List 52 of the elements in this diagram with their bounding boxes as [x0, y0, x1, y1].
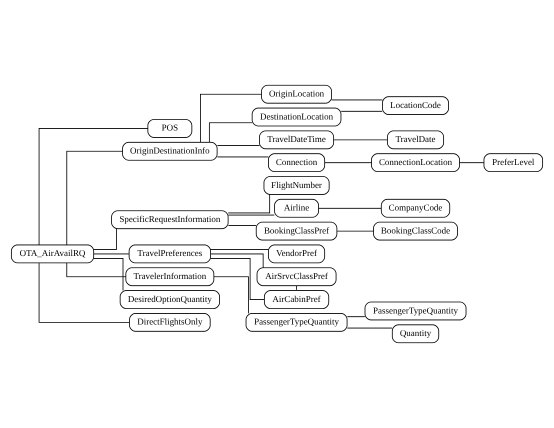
- connector: [333, 139, 388, 140]
- node-box: OriginDestinationInfo: [122, 142, 218, 161]
- node-box: DesiredOptionQuantity: [120, 290, 220, 309]
- connector: [208, 122, 252, 143]
- node-box: TravelDate: [387, 130, 444, 150]
- connector: [346, 316, 366, 318]
- connector: [228, 225, 256, 226]
- node-box: ConnectionLocation: [371, 153, 460, 172]
- connector: [93, 228, 117, 250]
- node-box: POS: [147, 119, 192, 138]
- connector: [66, 262, 126, 278]
- node-box: PassengerTypeQuantity: [246, 313, 348, 332]
- connector: [228, 214, 275, 216]
- connector: [214, 276, 249, 314]
- connector: [210, 258, 265, 300]
- node-box: TravelerInformation: [125, 267, 214, 286]
- connector: [93, 258, 124, 291]
- node-box: VendorPref: [268, 244, 326, 264]
- node-box: FlightNumber: [264, 176, 330, 195]
- node-box: TravelDateTime: [259, 130, 334, 150]
- connector: [296, 285, 297, 291]
- connector: [228, 194, 270, 214]
- node-box: Quantity: [392, 324, 440, 344]
- node-box: AirSrvcClassPref: [256, 267, 336, 286]
- node-box: DirectFlightsOnly: [129, 313, 211, 332]
- node-box: LocationCode: [382, 96, 449, 115]
- node-box: AirCabinPref: [264, 290, 330, 309]
- connector: [459, 162, 484, 164]
- connector: [66, 150, 123, 246]
- connector: [216, 145, 260, 146]
- connector: [336, 230, 374, 232]
- node-box: Connection: [268, 153, 326, 172]
- node-box: OriginLocation: [261, 84, 332, 104]
- connector: [318, 208, 382, 209]
- node-box: PassengerTypeQuantity: [364, 302, 466, 320]
- node-box: CompanyCode: [380, 198, 450, 218]
- connector: [216, 156, 269, 158]
- node-box: BookingClassPref: [256, 222, 338, 240]
- connector: [340, 110, 383, 112]
- connector: [210, 249, 269, 250]
- connector: [38, 128, 148, 246]
- node-box: PreferLevel: [484, 153, 544, 172]
- node-box: SpecificRequestInformation: [111, 210, 229, 230]
- node-box: OTA_AirAvailRQ: [10, 244, 94, 264]
- node-box: TravelPreferences: [128, 244, 211, 264]
- node-box: BookingClassCode: [373, 222, 458, 240]
- node-box: Airline: [274, 198, 319, 218]
- connector: [324, 162, 372, 164]
- connector: [210, 254, 264, 268]
- node-box: DestinationLocation: [252, 108, 342, 126]
- connector: [200, 94, 262, 142]
- connector: [38, 262, 130, 323]
